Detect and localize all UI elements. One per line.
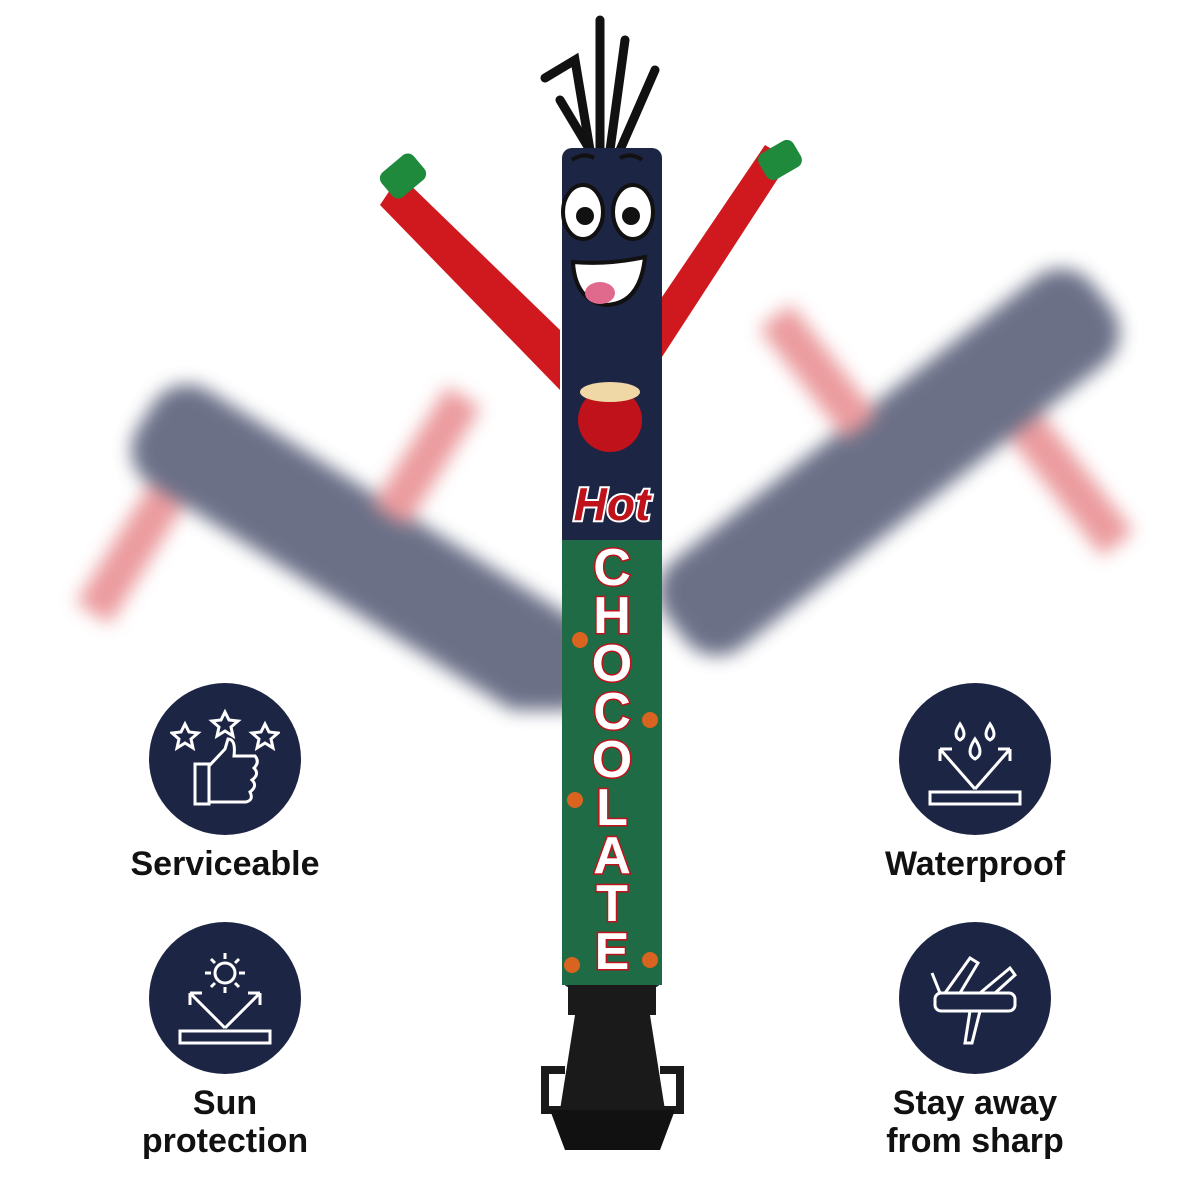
water-drops-icon	[928, 721, 1022, 806]
banner-letter: C	[593, 683, 631, 741]
motion-blur-right	[658, 268, 1134, 656]
banner-word-hot: Hot	[574, 478, 652, 530]
right-arm	[660, 145, 790, 360]
feature-label: Waterproof	[884, 845, 1066, 883]
feature-serviceable: Serviceable	[95, 683, 355, 883]
thumbs-up-stars-icon	[170, 708, 280, 806]
feature-label: Sun protection	[141, 1084, 309, 1160]
banner-letter: A	[593, 827, 631, 885]
feature-label: Serviceable	[130, 845, 320, 883]
banner-letter: O	[592, 635, 632, 693]
feature-label: Stay away from sharp	[886, 1084, 1064, 1160]
sun-icon	[178, 953, 272, 1045]
christmas-tree-print	[562, 540, 662, 985]
left-arm	[380, 175, 560, 390]
hair-streamers	[540, 15, 660, 155]
feature-waterproof: Waterproof	[845, 683, 1105, 883]
hot-chocolate-cup-logo	[578, 388, 642, 452]
feature-stay-away-from-sharp: Stay away from sharp	[845, 922, 1105, 1160]
banner-letter: E	[595, 923, 630, 981]
knife-icon	[930, 955, 1017, 1045]
motion-blur-left	[76, 384, 601, 710]
banner-letter: C	[593, 539, 631, 597]
banner-letter: H	[593, 587, 631, 645]
blower-base	[568, 985, 656, 1015]
feature-sun-protection: Sun protection	[95, 922, 355, 1160]
banner-letter: T	[596, 875, 628, 933]
banner-letter: O	[592, 731, 632, 789]
banner-letter: L	[596, 779, 628, 837]
